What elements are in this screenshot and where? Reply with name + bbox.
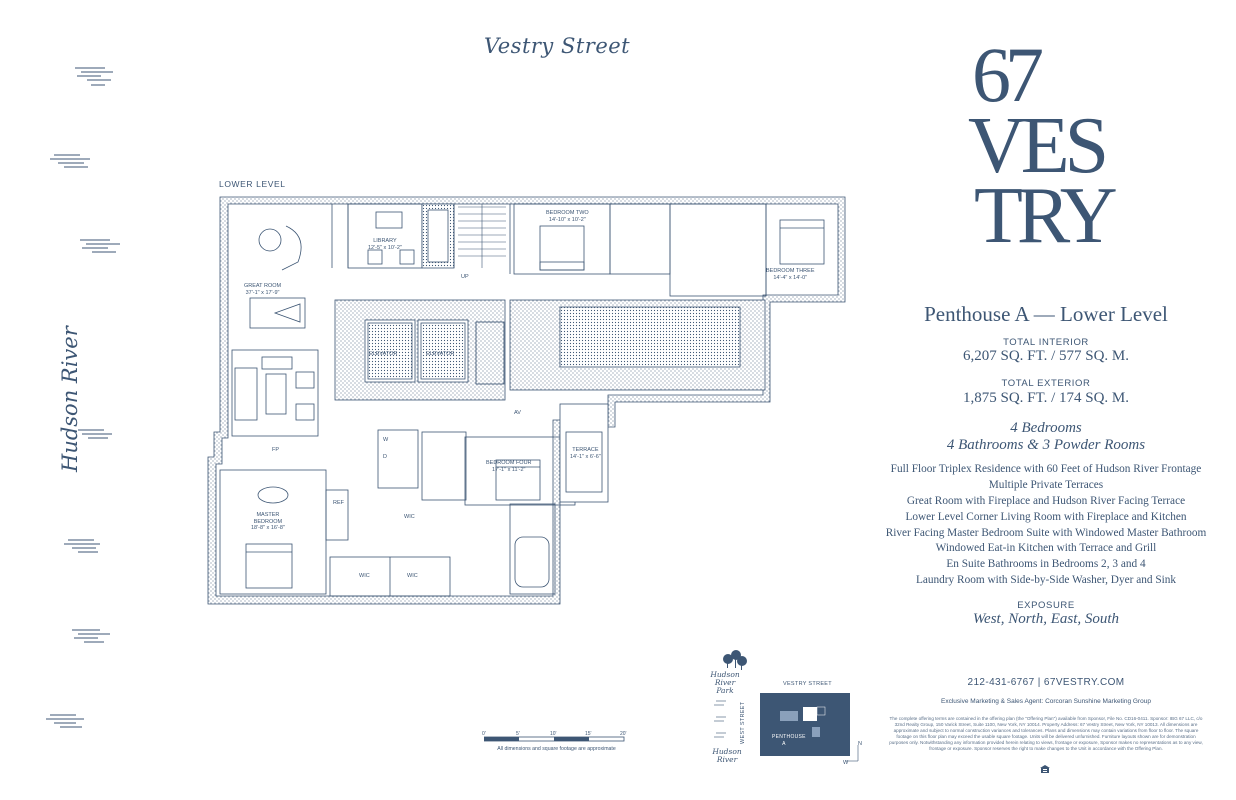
room-wic-3: WIC	[407, 573, 418, 579]
room-master-bedroom: MASTER BEDROOM 18'-8" x 16'-8"	[251, 512, 285, 532]
room-w: W	[383, 437, 389, 443]
room-terrace: TERRACE 14'-1" x 6'-6"	[570, 447, 601, 460]
total-exterior-value: 1,875 SQ. FT. / 174 SQ. M.	[963, 390, 1129, 406]
feature-6: Windowed Eat-in Kitchen with Terrace and…	[935, 542, 1157, 554]
feature-5: River Facing Master Bedroom Suite with W…	[885, 527, 1207, 539]
logo-67-vestry: 67 VES TRY	[968, 36, 1128, 272]
plan-level-label: LOWER LEVEL	[219, 179, 286, 189]
room-ref: REF	[333, 500, 344, 506]
room-elevator-2: ELEVATOR	[426, 351, 455, 357]
room-bedroom-three-name: BEDROOM THREE	[766, 268, 815, 274]
logo-line-2: VES	[968, 102, 1109, 190]
logo-line-3: TRY	[974, 172, 1118, 260]
tree-icon	[723, 650, 747, 670]
room-library-dim: 12'-5" x 10'-2"	[368, 244, 402, 251]
room-master-name-1: MASTER	[256, 512, 280, 518]
room-great-room-name: GREAT ROOM	[244, 283, 282, 289]
room-terrace-name: TERRACE	[572, 447, 599, 453]
unit-title: Penthouse A — Lower Level	[924, 302, 1168, 326]
scale-note: All dimensions and square footage are ap…	[497, 746, 616, 752]
room-master-name-2: BEDROOM	[253, 518, 283, 525]
room-fp: FP	[272, 447, 280, 453]
scale-tick-0: 0'	[482, 731, 486, 737]
room-d: D	[383, 454, 387, 460]
bathrooms-count: 4 Bathrooms & 3 Powder Rooms	[946, 437, 1146, 453]
exposure-value: West, North, East, South	[972, 611, 1120, 627]
total-interior-value: 6,207 SQ. FT. / 577 SQ. M.	[963, 348, 1129, 364]
key-plan-map	[714, 650, 859, 762]
feature-8: Laundry Room with Side-by-Side Washer, D…	[915, 574, 1177, 586]
room-bedroom-four: BEDROOM FOUR 17'-1" x 11'-2"	[486, 460, 532, 473]
bedrooms-count: 4 Bedrooms	[1010, 420, 1082, 436]
scale-bar	[484, 736, 625, 742]
water-lines-decoration	[46, 67, 120, 728]
feature-2: Multiple Private Terraces	[988, 479, 1104, 491]
keyplan-park: Hudson River Park	[710, 670, 740, 695]
floor-plan	[207, 196, 846, 605]
sales-agent: Exclusive Marketing & Sales Agent: Corco…	[941, 698, 1151, 705]
keyplan-river: Hudson River	[712, 747, 742, 764]
keyplan-vestry-street: VESTRY STREET	[783, 681, 832, 687]
feature-7: En Suite Bathrooms in Bedrooms 2, 3 and …	[946, 558, 1146, 570]
keyplan-west-street: WEST STREET	[740, 701, 746, 744]
scale-tick-5: 5'	[516, 731, 520, 737]
keyplan-west: W	[843, 760, 849, 766]
vestry-street-label: Vestry Street	[484, 34, 631, 58]
feature-4: Lower Level Corner Living Room with Fire…	[905, 511, 1187, 523]
total-exterior-label: TOTAL EXTERIOR	[1001, 378, 1091, 389]
room-great-room-dim: 37'-1" x 17'-9"	[245, 289, 280, 296]
scale-tick-20: 20'	[620, 731, 627, 737]
room-elevator-1: ELEVATOR	[369, 351, 398, 357]
keyplan-north: N	[858, 741, 863, 747]
scale-tick-10: 10'	[550, 731, 557, 737]
room-av: AV	[514, 410, 521, 416]
room-bedroom-two: BEDROOM TWO 14'-10" x 10'-2"	[546, 210, 589, 223]
contact-info: 212-431-6767 | 67VESTRY.COM	[967, 677, 1125, 688]
equal-housing-icon	[1040, 765, 1050, 773]
room-library-name: LIBRARY	[373, 238, 397, 244]
scale-tick-15: 15'	[585, 731, 592, 737]
room-terrace-dim: 14'-1" x 6'-6"	[570, 453, 601, 460]
room-bedroom-three-dim: 14'-4" x 14'-0"	[773, 274, 808, 281]
logo-line-1: 67	[972, 31, 1044, 118]
feature-3: Great Room with Fireplace and Hudson Riv…	[906, 495, 1186, 507]
room-wic-2: WIC	[359, 573, 370, 579]
room-bedroom-three: BEDROOM THREE 14'-4" x 14'-0"	[766, 268, 815, 281]
feature-1: Full Floor Triplex Residence with 60 Fee…	[890, 463, 1202, 475]
room-wic-1: WIC	[404, 514, 415, 520]
exposure-label: EXPOSURE	[1017, 600, 1075, 611]
room-bedroom-four-name: BEDROOM FOUR	[486, 460, 532, 466]
total-interior-label: TOTAL INTERIOR	[1003, 337, 1089, 348]
keyplan-unit: PENTHOUSE A	[772, 734, 806, 747]
room-up: UP	[461, 274, 469, 280]
legal-disclaimer: The complete offering terms are containe…	[889, 716, 1203, 751]
room-great-room: GREAT ROOM 37'-1" x 17'-9"	[244, 283, 281, 296]
room-bedroom-two-name: BEDROOM TWO	[546, 210, 589, 216]
room-bedroom-four-dim: 17'-1" x 11'-2"	[492, 466, 526, 473]
room-bedroom-two-dim: 14'-10" x 10'-2"	[548, 216, 586, 223]
room-master-dim: 18'-8" x 16'-8"	[251, 525, 285, 531]
room-library: LIBRARY 12'-5" x 10'-2"	[368, 238, 402, 251]
